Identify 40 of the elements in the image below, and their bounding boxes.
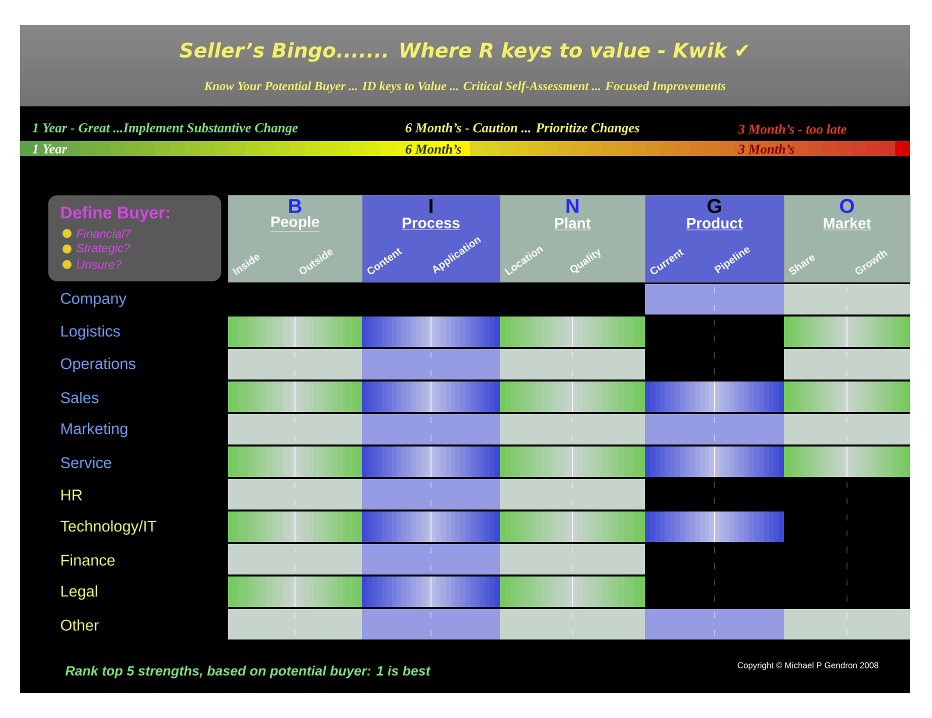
column-heading: People [270, 216, 320, 232]
title: Seller’s Bingo....... Where R keys to value - Kwik ✔ [180, 42, 748, 62]
bullet-text: Strategic? [76, 243, 130, 255]
row-label: Service [60, 456, 112, 468]
scale-text: 3 Month’s - too late [738, 124, 846, 134]
row-label: Operations [60, 358, 136, 372]
row-label: Marketing [61, 422, 128, 438]
row-label: Legal [61, 585, 98, 600]
bullet-text: Unsure? [77, 260, 122, 269]
column-letter: G [708, 198, 722, 214]
column-heading: Process [402, 218, 460, 230]
row-label: Sales [60, 392, 98, 404]
scale-text: 1 Year - Great ...Implement Substantive Change [32, 122, 298, 136]
row-label: Other [60, 619, 99, 631]
column-header [362, 195, 500, 282]
column-heading: Plant [554, 218, 592, 230]
bar-label: 3 Month’s [738, 144, 794, 154]
buyer-box [48, 195, 222, 282]
heading: Define Buyer: [61, 206, 170, 222]
bar-label: 6 Month’s [406, 144, 462, 154]
copyright-text: Copyright © Michael P Gendron 2008 [738, 662, 878, 670]
column-letter: O [840, 198, 854, 214]
column-letter: I [430, 199, 432, 213]
row-label: Logistics [61, 325, 120, 340]
column-header [500, 195, 646, 282]
column-letter: B [289, 199, 302, 213]
scale-text: 6 Month’s - Caution ... Prioritize Changes [406, 122, 640, 136]
column-letter: N [566, 199, 578, 213]
bullet-text: Financial? [76, 229, 131, 238]
column-header [228, 195, 362, 282]
row-label: HR [61, 490, 82, 500]
column-heading: Product [686, 218, 744, 230]
subtitle: Know Your Potential Buyer ... ID keys to Value ... Critical Self-Assessment ... Focused Improvements [204, 81, 726, 93]
column-header [645, 195, 784, 282]
column-heading: Market [822, 218, 872, 230]
bar-label: 1 Year [32, 144, 68, 154]
row-label: Technology/IT [60, 520, 156, 535]
row-label: Finance [61, 554, 115, 566]
footer-note: Rank top 5 strengths, based on potential buyer: 1 is best [65, 666, 431, 678]
column-header [784, 195, 910, 282]
